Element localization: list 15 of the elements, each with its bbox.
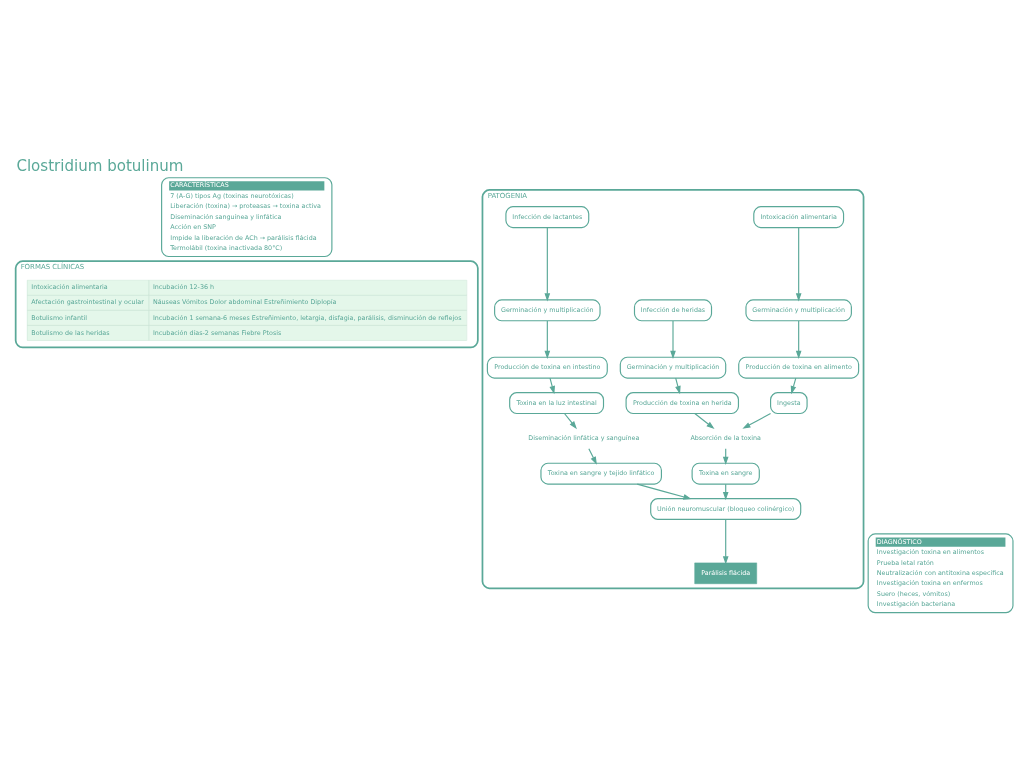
arrow: [790, 377, 797, 394]
arrow: [588, 447, 597, 465]
arrow: [549, 377, 555, 394]
arrow: [722, 518, 729, 564]
arrow: [795, 226, 802, 301]
arrow: [544, 226, 551, 301]
arrow: [694, 412, 715, 429]
arrow: [670, 319, 676, 359]
arrow: [563, 412, 577, 429]
arrow: [636, 483, 692, 500]
arrow: [544, 319, 551, 359]
arrow: [742, 412, 772, 429]
diagram-title: Clostridium botulinum: [16, 156, 184, 175]
arrow: [675, 377, 681, 394]
arrow: [795, 319, 802, 359]
